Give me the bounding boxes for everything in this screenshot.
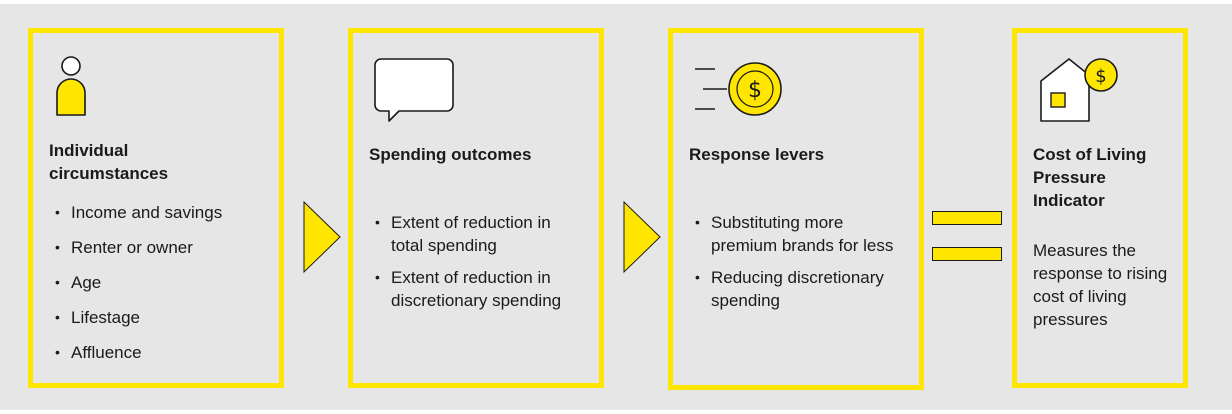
- bullet-list: Substituting more premium brands for les…: [689, 211, 903, 312]
- list-item: Extent of reduction in total spending: [369, 211, 583, 257]
- svg-text:$: $: [1095, 66, 1106, 87]
- arrow-right-icon: [623, 200, 661, 274]
- indicator-description: Measures the response to rising cost of …: [1033, 241, 1168, 329]
- diagram-canvas: Individual circumstances Income and savi…: [0, 4, 1232, 410]
- panel-heading: Spending outcomes: [369, 145, 532, 164]
- panel-individual-circumstances: Individual circumstances Income and savi…: [28, 28, 284, 388]
- list-item: Extent of reduction in discretionary spe…: [369, 266, 583, 312]
- panel-cost-of-living-indicator: $ Cost of Living Pressure Indicator Meas…: [1012, 28, 1188, 388]
- person-icon: [56, 56, 86, 116]
- list-item: Reducing discretionary spending: [689, 266, 903, 312]
- panel-heading: Cost of Living Pressure Indicator: [1033, 145, 1147, 210]
- list-item: Age: [49, 271, 279, 294]
- speech-bubble-icon: [374, 58, 454, 122]
- panel-heading: Response levers: [689, 145, 825, 164]
- equals-icon: [932, 211, 1002, 261]
- bullet-list: Income and savings Renter or owner Age L…: [49, 201, 279, 364]
- svg-text:$: $: [748, 78, 762, 103]
- house-coin-icon: $: [1040, 58, 1118, 122]
- bullet-list: Extent of reduction in total spending Ex…: [369, 211, 583, 312]
- list-item: Income and savings: [49, 201, 279, 224]
- list-item: Renter or owner: [49, 236, 279, 259]
- panel-response-levers: $ Response levers Substituting more prem…: [668, 28, 924, 390]
- arrow-right-icon: [303, 200, 341, 274]
- coin-motion-icon: $: [695, 62, 782, 116]
- list-item: Affluence: [49, 341, 279, 364]
- list-item: Substituting more premium brands for les…: [689, 211, 903, 257]
- panel-spending-outcomes: Spending outcomes Extent of reduction in…: [348, 28, 604, 388]
- list-item: Lifestage: [49, 306, 279, 329]
- panel-heading: Individual circumstances: [49, 141, 169, 183]
